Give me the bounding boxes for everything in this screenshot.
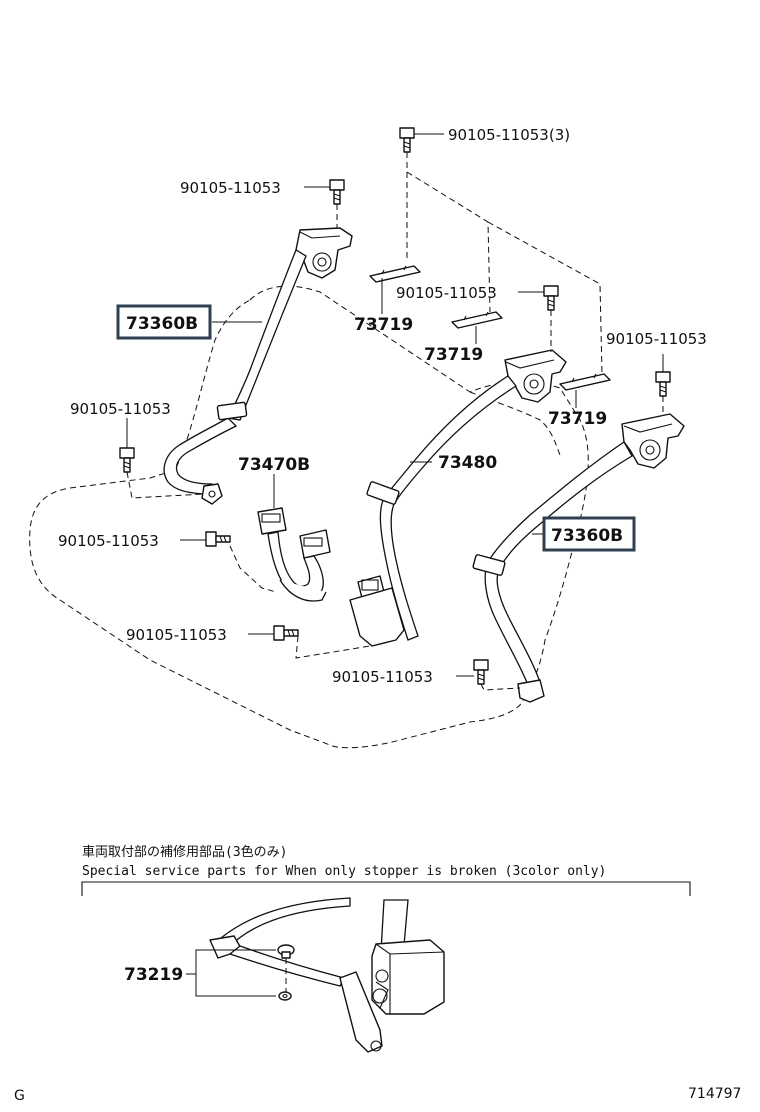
- bolts: [119, 127, 671, 685]
- part-label-center-belt[interactable]: 73480: [438, 453, 497, 473]
- section-code: G: [14, 1088, 25, 1104]
- callout-right-belt[interactable]: 73360B: [542, 516, 636, 552]
- center-seat-belt-assembly[interactable]: [349, 349, 567, 647]
- bolt-icon[interactable]: [399, 127, 415, 153]
- part-label-bolt-left-low[interactable]: 90105-11053: [58, 532, 159, 550]
- bolt-icon[interactable]: [655, 371, 671, 397]
- bolt-icon[interactable]: [205, 531, 231, 547]
- rear-seat-outline: [29, 285, 589, 749]
- part-labels: 90105-11053(3) 90105-11053 90105-11053 9…: [58, 126, 707, 686]
- bolt-icon[interactable]: [273, 625, 299, 641]
- bolt-icon[interactable]: [543, 285, 559, 311]
- special-service-title-jp: 車両取付部の補修用部品(3色のみ): [82, 844, 287, 860]
- part-label-bolt-top[interactable]: 90105-11053(3): [448, 126, 570, 144]
- buckle-assembly[interactable]: [257, 507, 331, 602]
- part-label-bolt-bottom-left[interactable]: 90105-11053: [126, 626, 227, 644]
- bolt-icon[interactable]: [329, 179, 345, 205]
- attachment-lines: [126, 152, 664, 691]
- special-service-section: 車両取付部の補修用部品(3色のみ) Special service parts …: [81, 844, 691, 1053]
- stopper-icon[interactable]: [277, 944, 295, 1001]
- part-label-stopper[interactable]: 73219: [124, 965, 183, 985]
- part-label-bolt-left-upper[interactable]: 90105-11053: [180, 179, 281, 197]
- bolt-icon[interactable]: [473, 659, 489, 685]
- part-label-buckle[interactable]: 73470B: [238, 455, 310, 475]
- part-label-bolt-bottom-center[interactable]: 90105-11053: [332, 668, 433, 686]
- part-label-cover-3[interactable]: 73719: [548, 409, 607, 429]
- diagram-number: 714797: [688, 1086, 741, 1102]
- part-label-cover-2[interactable]: 73719: [424, 345, 483, 365]
- special-service-title-en: Special service parts for When only stop…: [82, 864, 606, 879]
- part-label-cover-1[interactable]: 73719: [354, 315, 413, 335]
- part-label-right-belt: 73360B: [551, 526, 623, 546]
- bolt-icon[interactable]: [119, 447, 135, 473]
- callout-left-belt[interactable]: 73360B: [116, 304, 212, 340]
- part-label-bolt-left-mid[interactable]: 90105-11053: [70, 400, 171, 418]
- part-label-left-belt: 73360B: [126, 314, 198, 334]
- right-seat-belt-assembly[interactable]: [472, 413, 685, 703]
- part-label-bolt-right[interactable]: 90105-11053: [606, 330, 707, 348]
- part-label-bolt-middle[interactable]: 90105-11053: [396, 284, 497, 302]
- left-seat-belt-assembly[interactable]: [163, 227, 353, 505]
